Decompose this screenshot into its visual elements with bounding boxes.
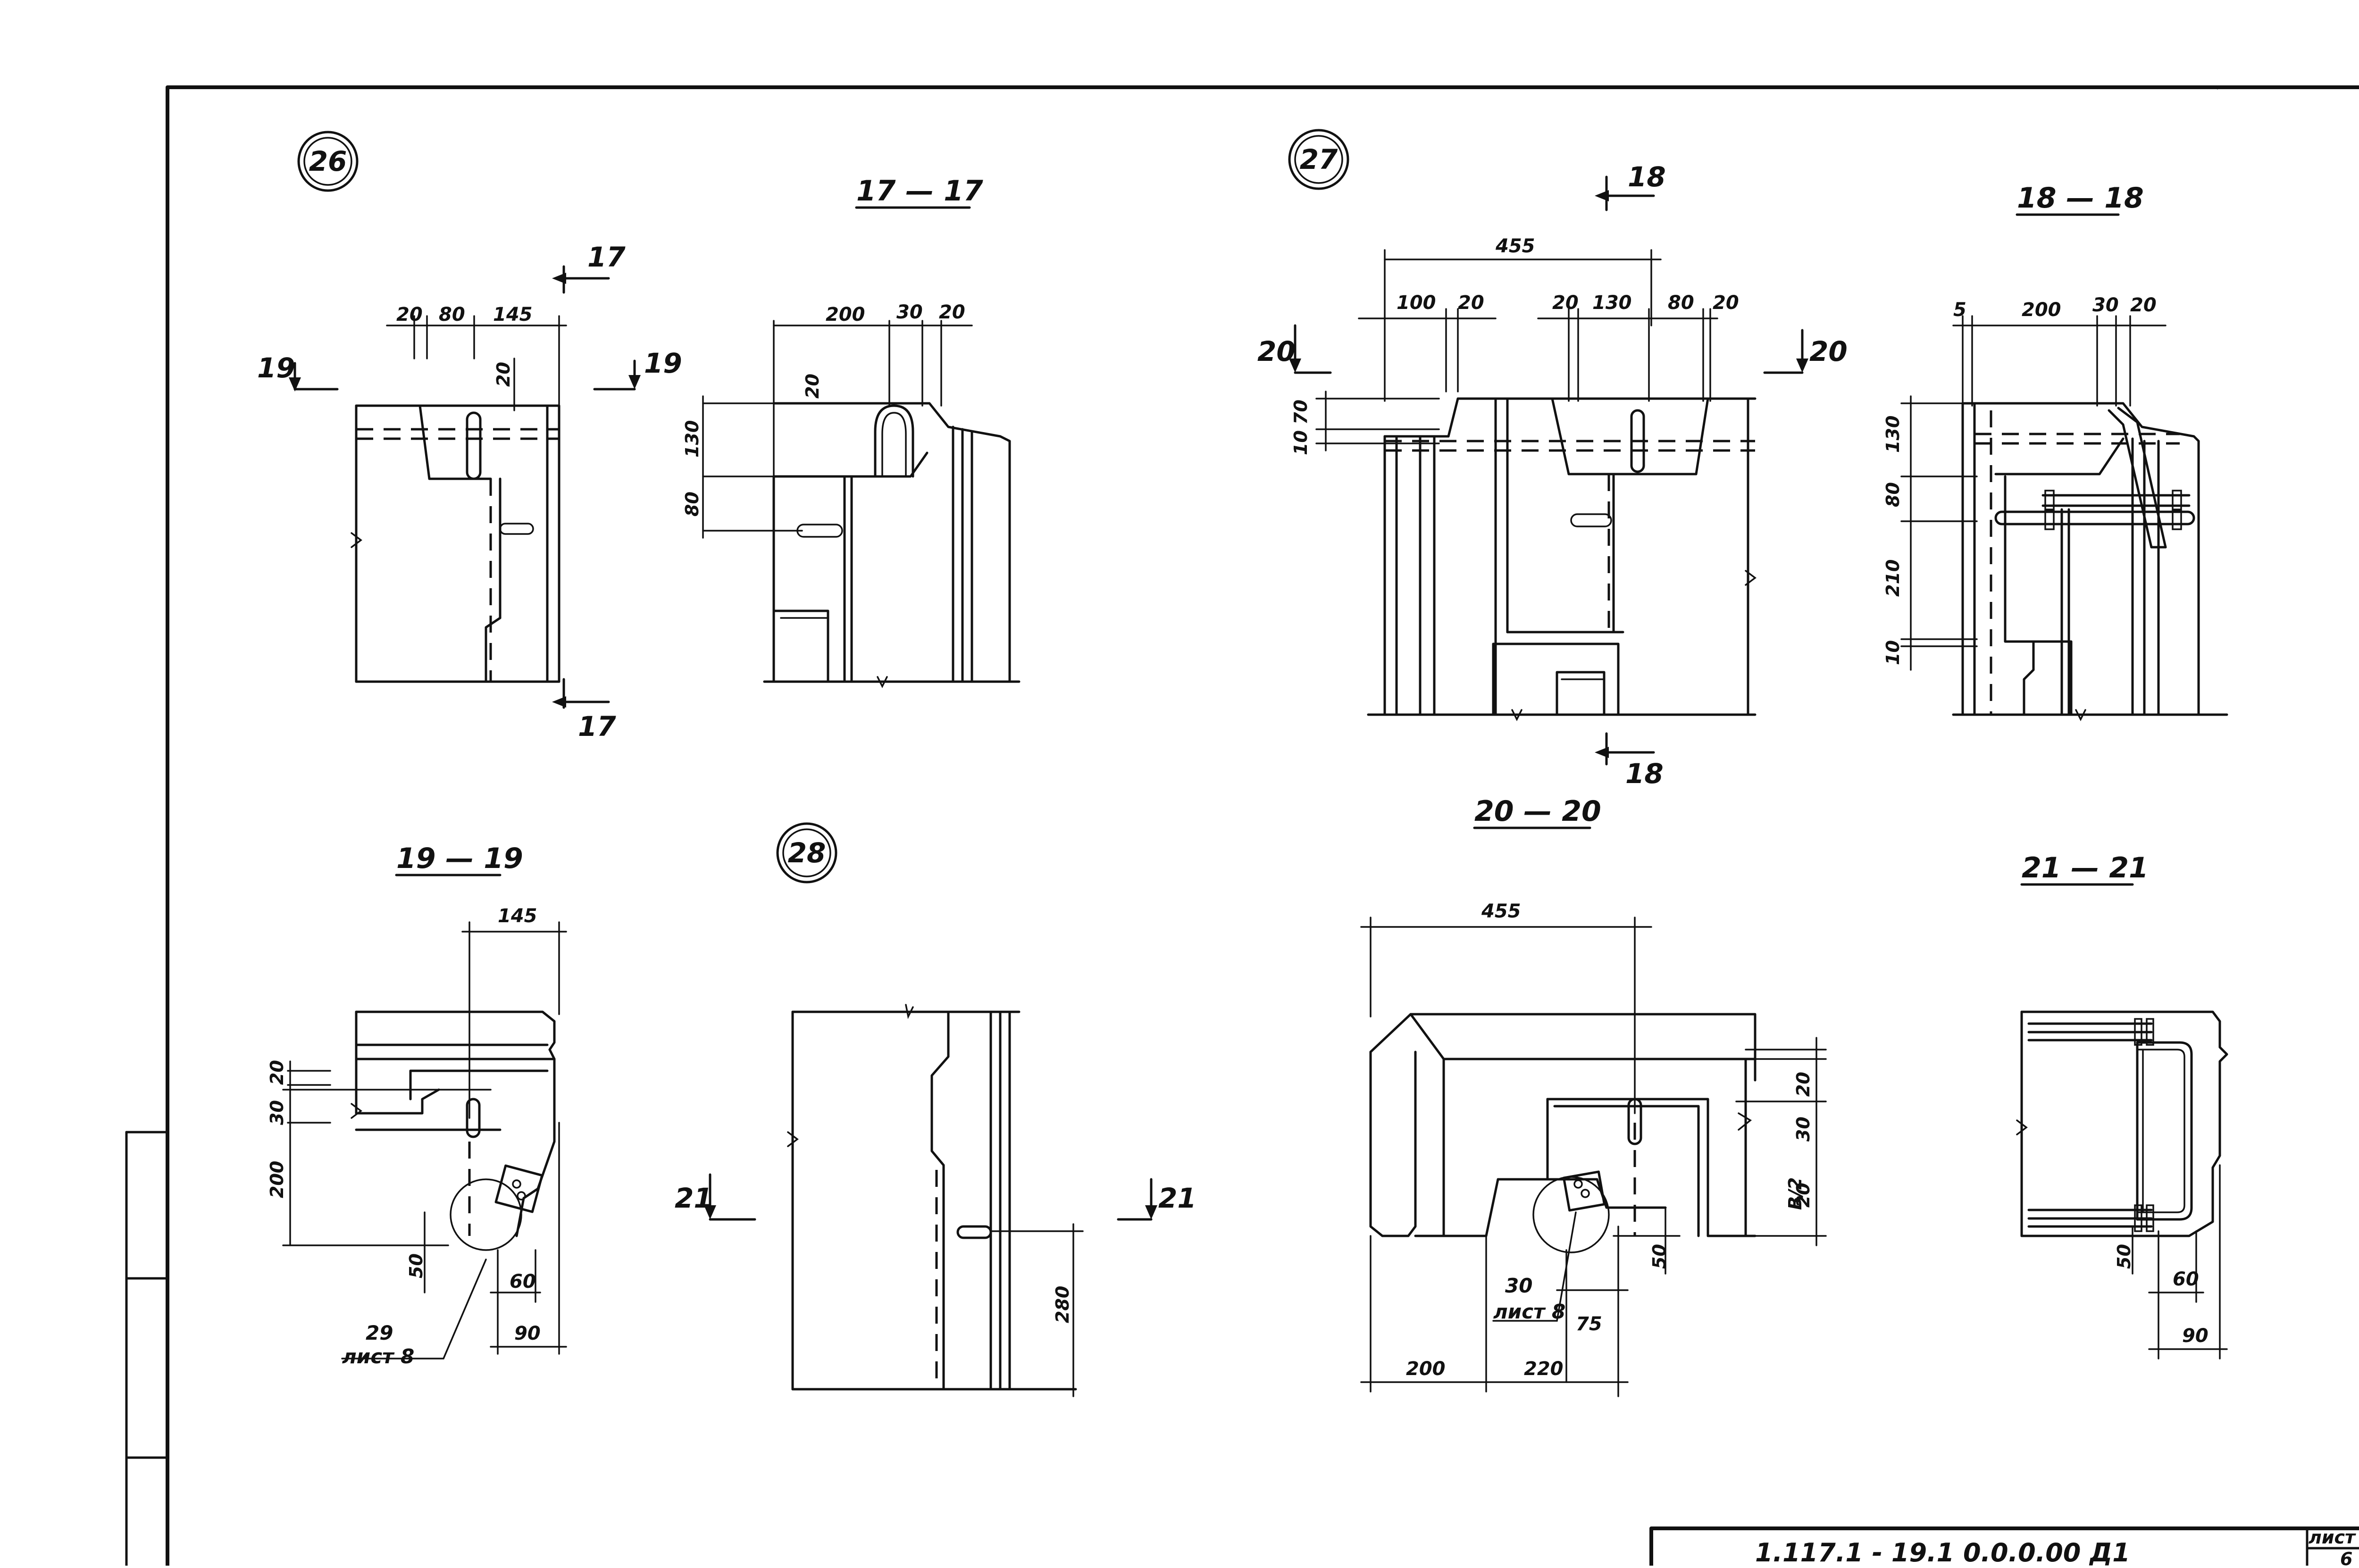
svg-text:10: 10	[1882, 640, 1903, 665]
cut-mark-19-left: 19	[257, 352, 295, 384]
cut-mark-20-right: 20	[1809, 335, 1848, 367]
svg-text:60: 60	[2173, 1268, 2199, 1290]
svg-text:20: 20	[1713, 292, 1739, 314]
sheet-label: лист	[2309, 1527, 2356, 1548]
cut-mark-17-bottom: 17	[578, 710, 616, 742]
detail-ref-30-sheet: лист 8	[1493, 1300, 1565, 1323]
svg-text:220: 220	[1524, 1358, 1564, 1380]
svg-text:130: 130	[1882, 416, 1903, 453]
svg-text:30: 30	[267, 1100, 287, 1125]
svg-text:200: 200	[826, 304, 865, 325]
svg-text:20: 20	[802, 374, 823, 399]
svg-text:80: 80	[1882, 482, 1903, 507]
svg-text:455: 455	[1481, 901, 1521, 922]
section-title-20: 20 — 20	[1474, 795, 1601, 828]
callout-28: 28	[776, 822, 837, 884]
cut-mark-18-top: 18	[1628, 161, 1666, 193]
callout-26: 26	[297, 131, 359, 192]
svg-text:100: 100	[1397, 292, 1436, 314]
svg-text:26: 26	[309, 145, 347, 177]
svg-text:30: 30	[896, 301, 923, 323]
svg-text:60: 60	[510, 1271, 536, 1293]
document-code: 1.117.1 - 19.1 0.0.0.00 Д1	[1755, 1538, 2130, 1566]
svg-text:80: 80	[439, 304, 465, 325]
svg-text:5: 5	[1953, 299, 1966, 321]
svg-text:200: 200	[1406, 1358, 1446, 1380]
cut-mark-21-right: 21	[1158, 1182, 1196, 1214]
view-20-20: 20 — 20 455 20 30 20 B/2 50 75 200 220 3…	[1360, 795, 1827, 1397]
svg-text:80: 80	[682, 492, 703, 517]
svg-text:30: 30	[1793, 1117, 1814, 1142]
svg-text:20: 20	[939, 301, 965, 323]
cut-mark-18-bottom: 18	[1625, 758, 1664, 790]
svg-text:70: 70	[1290, 400, 1311, 425]
section-title-18: 18 — 18	[2017, 182, 2144, 215]
detail-ref-30-number: 30	[1505, 1274, 1532, 1297]
svg-text:30: 30	[2092, 294, 2119, 316]
svg-text:145: 145	[493, 304, 533, 325]
view-27: 27 18 18 20 20 455 100 20 20	[1257, 129, 1848, 790]
view-26: 26 19 19 17 17 20 80 145 20	[257, 131, 682, 742]
svg-text:20: 20	[1793, 1183, 1814, 1208]
view-17-17: 17 — 17 200 30 20 20 130 80	[682, 175, 1021, 688]
svg-text:280: 280	[1052, 1286, 1073, 1323]
svg-text:455: 455	[1495, 235, 1535, 257]
svg-text:28: 28	[788, 837, 826, 869]
svg-text:90: 90	[2182, 1325, 2208, 1347]
callout-27: 27	[1288, 129, 1349, 190]
svg-text:50: 50	[1649, 1244, 1670, 1269]
svg-text:75: 75	[1576, 1313, 1602, 1335]
svg-text:20: 20	[396, 304, 423, 325]
svg-text:20: 20	[1458, 292, 1484, 314]
svg-text:B/2: B/2	[1785, 1177, 1806, 1210]
section-title-19: 19 — 19	[396, 842, 523, 875]
view-21-21: 21 — 21 50 60 90	[2016, 851, 2228, 1359]
svg-text:20: 20	[493, 362, 514, 387]
svg-text:80: 80	[1668, 292, 1694, 314]
detail-ref-29-sheet: лист 8	[342, 1345, 414, 1368]
view-19-19: 19 — 19 145 20 30 200 50 60 90 29 лист 8	[267, 842, 567, 1368]
title-block: 1.117.1 - 19.1 0.0.0.00 Д1 лист 6	[1649, 1526, 2359, 1568]
svg-text:20: 20	[1552, 292, 1579, 314]
svg-text:130: 130	[682, 420, 703, 458]
view-18-18: 18 — 18 5 200 30 20 130 80 210 10	[1882, 182, 2228, 721]
cut-mark-17-top: 17	[587, 241, 626, 273]
svg-text:10: 10	[1290, 430, 1311, 455]
svg-text:145: 145	[498, 905, 537, 927]
svg-text:200: 200	[2022, 299, 2061, 321]
cut-mark-20-left: 20	[1257, 335, 1296, 367]
sheet-number: 6	[2340, 1549, 2352, 1566]
svg-text:210: 210	[1882, 559, 1903, 597]
view-28: 28 21 21 280	[675, 822, 1196, 1397]
section-title-21: 21 — 21	[2022, 851, 2149, 884]
svg-text:20: 20	[267, 1060, 287, 1085]
svg-text:27: 27	[1300, 143, 1338, 175]
svg-text:90: 90	[514, 1323, 541, 1344]
svg-text:50: 50	[2114, 1244, 2134, 1269]
svg-text:50: 50	[406, 1253, 427, 1278]
detail-ref-29-number: 29	[366, 1321, 393, 1344]
sheet-frame	[125, 85, 2359, 1568]
section-title-17: 17 — 17	[856, 175, 983, 208]
cut-mark-19-right: 19	[644, 347, 682, 379]
svg-text:200: 200	[267, 1161, 287, 1198]
svg-text:20: 20	[1793, 1072, 1814, 1097]
svg-text:130: 130	[1592, 292, 1632, 314]
svg-text:20: 20	[2130, 294, 2157, 316]
